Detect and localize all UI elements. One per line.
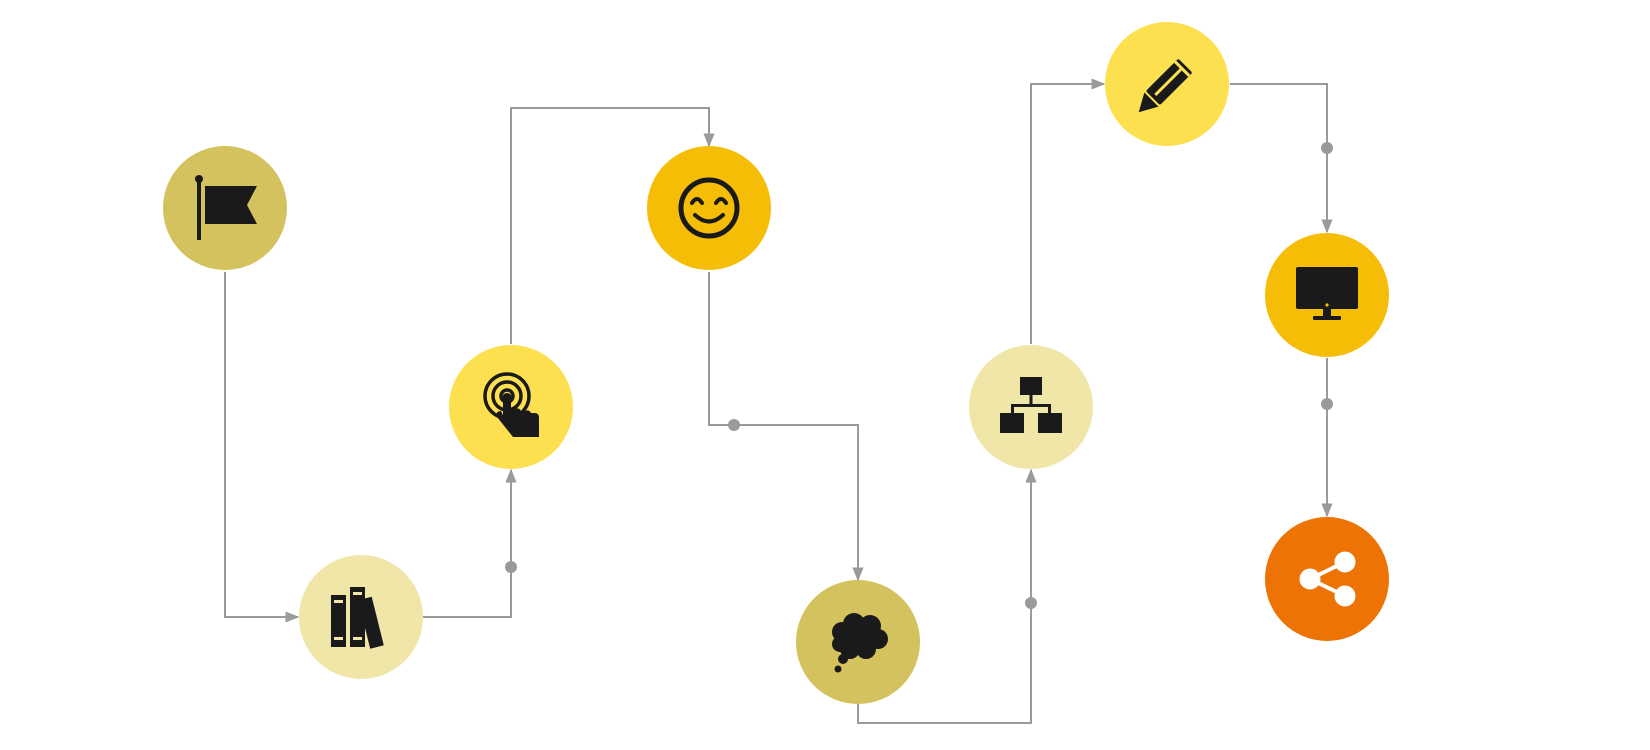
connector-dot	[505, 561, 517, 573]
node-write[interactable]	[1105, 22, 1229, 146]
node-structure[interactable]	[969, 345, 1093, 469]
connector-structure-to-write	[1030, 78, 1106, 344]
connector-interact-to-happy	[510, 107, 715, 344]
hierarchy-icon	[1000, 377, 1062, 433]
connectors	[224, 78, 1333, 724]
node-start[interactable]	[163, 146, 287, 270]
thought-icon	[832, 613, 888, 673]
node-thought[interactable]	[796, 580, 920, 704]
connector-start-to-library	[224, 272, 300, 623]
touch-icon	[483, 372, 539, 437]
books-spine-marks	[334, 592, 362, 640]
connector-happy-to-thought	[708, 272, 864, 582]
connector-dots	[505, 142, 1333, 609]
connector-write-to-computer	[1230, 83, 1333, 234]
connector-dot	[1025, 597, 1037, 609]
monitor-icon	[1296, 267, 1358, 320]
node-happy[interactable]	[647, 146, 771, 270]
books-icon	[331, 587, 384, 649]
node-library[interactable]	[299, 555, 423, 679]
connector-library-to-interact	[423, 468, 517, 618]
monitor-power-dot	[1325, 303, 1329, 307]
flag-icon	[195, 175, 257, 240]
share-icon	[1299, 551, 1356, 607]
connector-dot	[728, 419, 740, 431]
smiley-icon	[678, 177, 740, 239]
node-share[interactable]	[1265, 517, 1389, 641]
connector-thought-to-structure	[857, 468, 1037, 724]
pencil-icon	[1138, 59, 1192, 113]
connector-dot	[1321, 398, 1333, 410]
node-interact[interactable]	[449, 345, 573, 469]
node-computer[interactable]	[1265, 233, 1389, 357]
connector-dot	[1321, 142, 1333, 154]
